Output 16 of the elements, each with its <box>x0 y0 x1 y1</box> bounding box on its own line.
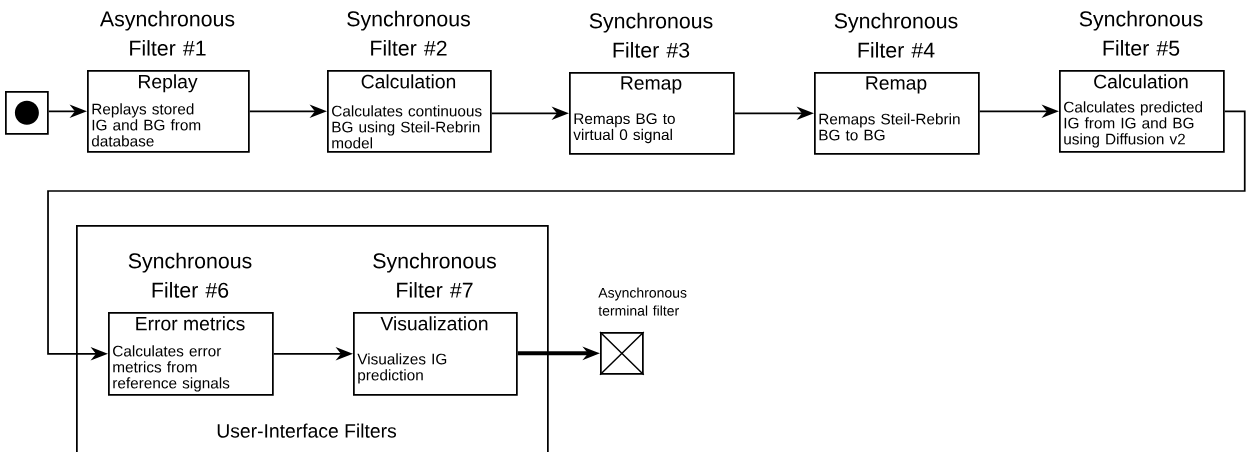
filter-box: Calculation Calculates continuous BG using Steil-Rebrin model <box>327 70 492 153</box>
filter-box: Visualization Visualizes IG prediction <box>353 312 518 396</box>
filter-heading: Synchronous Filter #5 <box>1079 10 1203 56</box>
filter-box: Remap Remaps BG to virtual 0 signal <box>569 72 735 155</box>
filter-heading: Asynchronous Filter #1 <box>99 10 235 56</box>
filter-heading: Synchronous Filter #6 <box>128 252 252 298</box>
filter-box: Remap Remaps Steil-Rebrin BG to BG <box>814 72 980 155</box>
terminal-label: Asynchronous terminal filter <box>598 287 687 316</box>
filter-heading: Synchronous Filter #7 <box>373 252 496 298</box>
filter-heading: Synchronous Filter #4 <box>834 12 958 58</box>
filter-heading: Synchronous Filter #3 <box>589 12 713 58</box>
filter-box: Calculation Calculates predicted IG from IG and BG using Diffusion v2 <box>1059 70 1225 153</box>
filter-box: Error metrics Calculates error metrics from reference signals <box>108 312 274 396</box>
filter-box: Replay Replays stored IG and BG from database <box>87 70 250 153</box>
filter-heading: Synchronous Filter #2 <box>347 10 470 56</box>
start-symbol <box>5 91 49 135</box>
